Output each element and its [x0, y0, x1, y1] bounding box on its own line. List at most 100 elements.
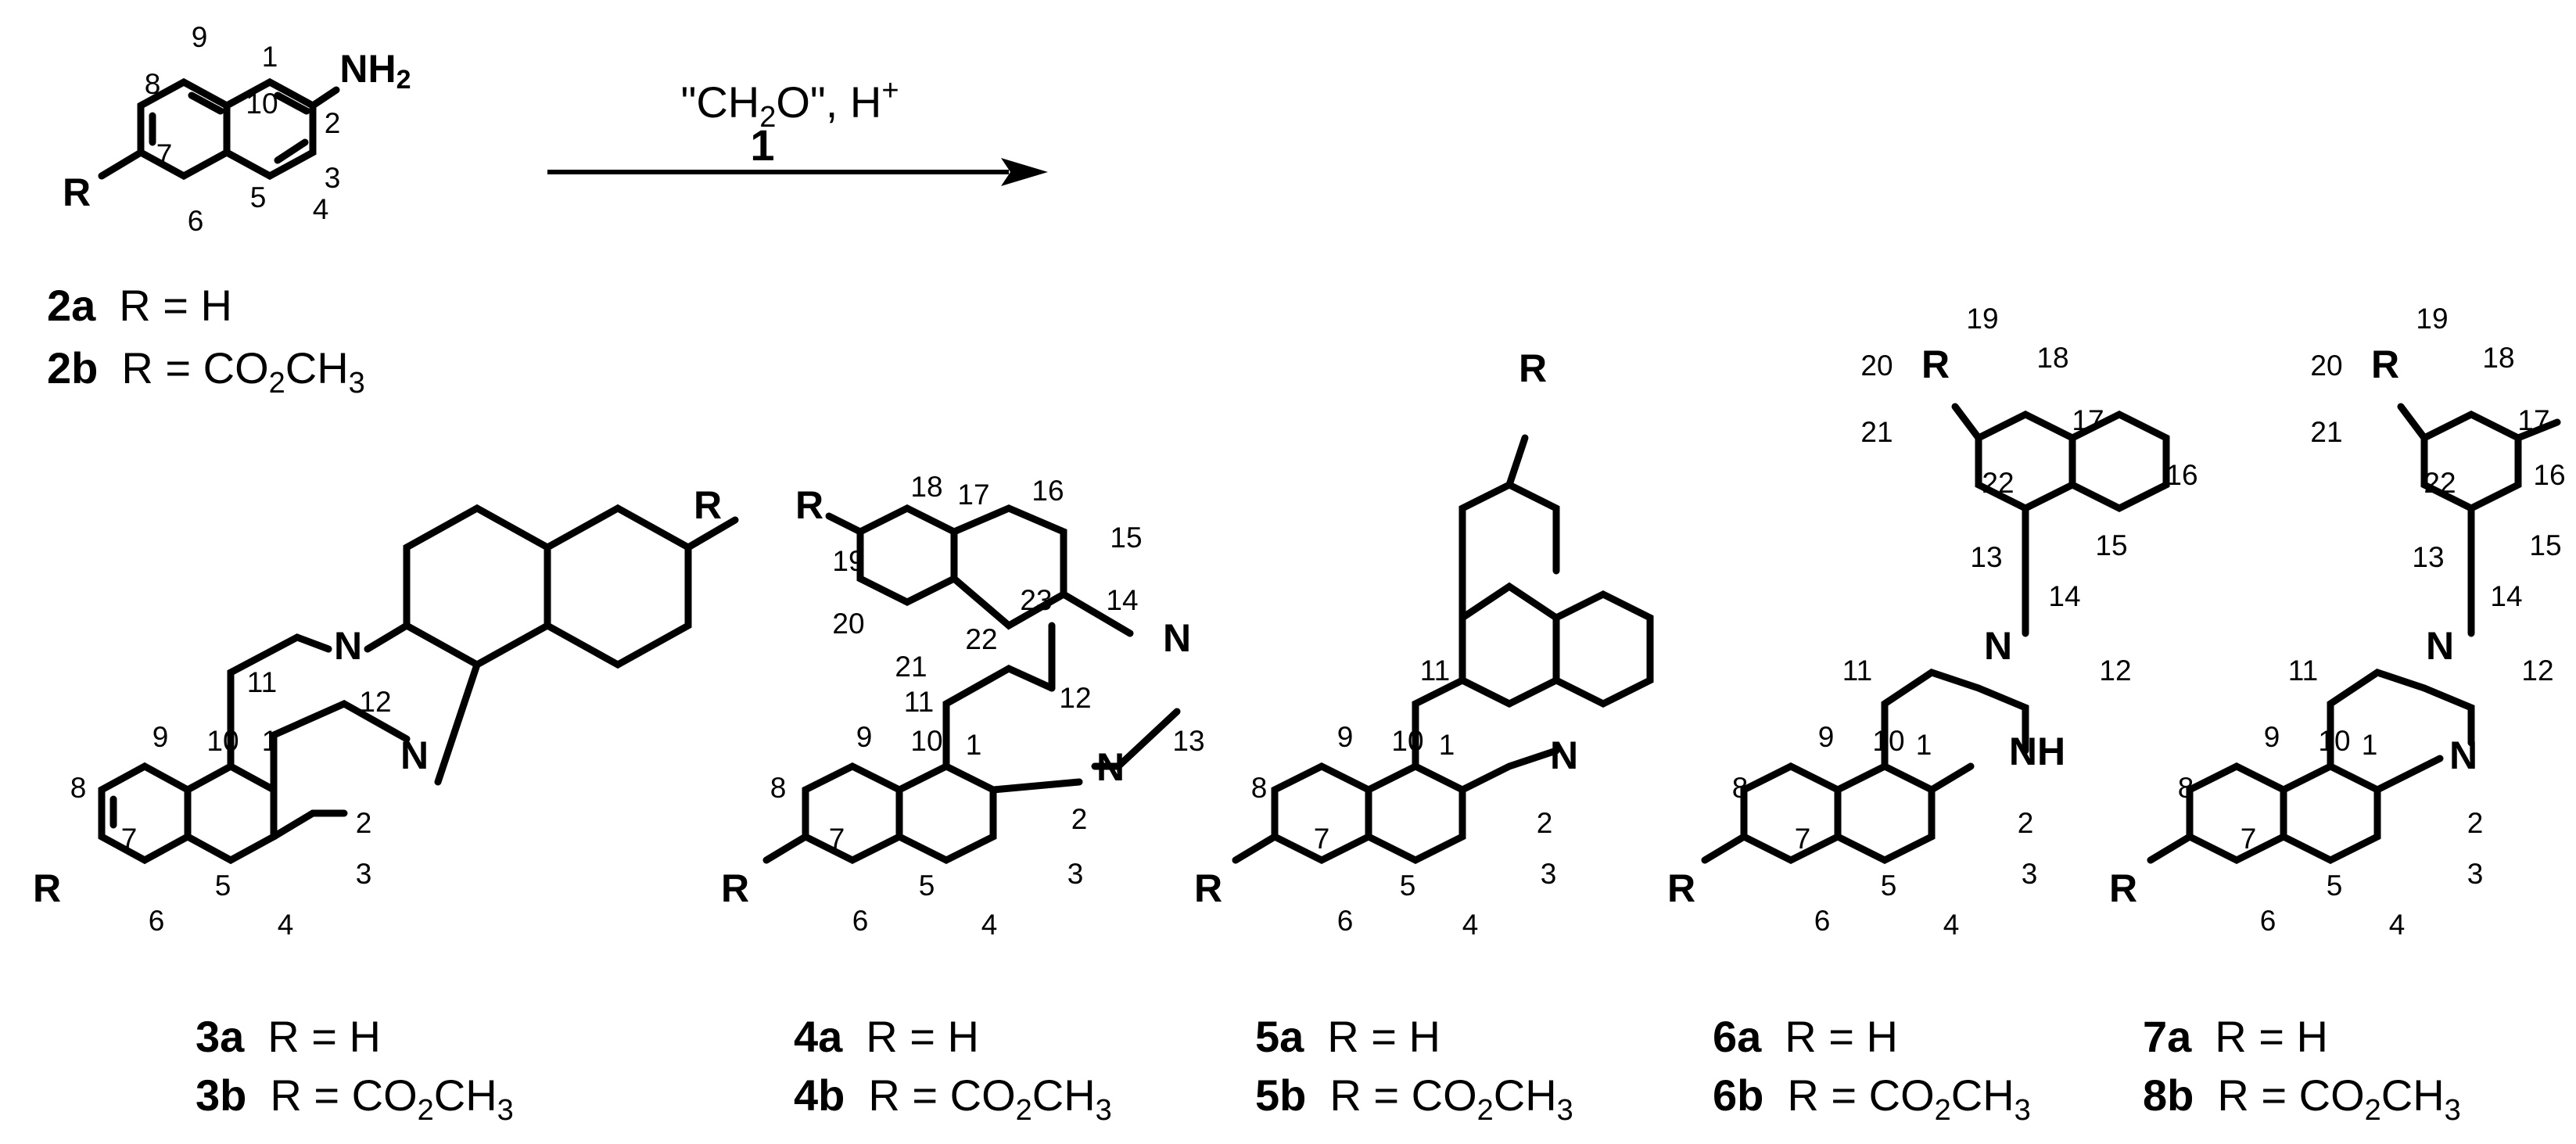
n-atom-a: N: [2426, 624, 2454, 668]
locant-5: 5: [2327, 870, 2343, 902]
locant-11: 11: [1420, 654, 1450, 687]
locant-19: 19: [2416, 303, 2448, 335]
locant-6: 6: [1814, 905, 1831, 937]
locant-2: 2: [1071, 803, 1088, 835]
locant-12: 12: [1059, 682, 1091, 714]
locant-12: 12: [2521, 654, 2553, 687]
locant-11: 11: [904, 686, 934, 718]
locant-11: 11: [247, 666, 277, 698]
locant-22: 22: [2424, 467, 2456, 499]
locant-3: 3: [2022, 858, 2038, 890]
locant-1: 1: [262, 725, 278, 757]
locant-4: 4: [981, 909, 998, 941]
locant-2: 2: [1537, 807, 1553, 839]
locant-17: 17: [957, 479, 989, 511]
r-group-label: R: [795, 483, 823, 527]
locant-8: 8: [1732, 772, 1749, 804]
n-atom: N: [1550, 733, 1578, 777]
n-atom-b: N: [1096, 745, 1125, 789]
r-group-label: R: [2109, 866, 2137, 910]
r-group-label: R: [2371, 342, 2399, 386]
locant-15: 15: [2529, 529, 2561, 561]
locant-6: 6: [852, 905, 869, 937]
locant-20: 20: [832, 608, 864, 640]
structure-3: N N R R 1 2 3 4 5 6 7 8 9 10 11 12: [33, 483, 739, 941]
locant-12: 12: [359, 686, 391, 718]
locant-1: 1: [966, 729, 982, 761]
locant-18: 18: [2482, 342, 2514, 374]
r-group-label: R: [1921, 342, 1950, 386]
locant-22: 22: [1982, 467, 2014, 499]
locant-8: 8: [2178, 772, 2194, 804]
locant-3: 3: [1541, 858, 1557, 890]
reaction-arrow: "CH2O", H+ 1: [547, 74, 1048, 186]
locant-11: 11: [2288, 654, 2318, 687]
locant-1: 1: [2362, 729, 2378, 761]
locant-18: 18: [2036, 342, 2068, 374]
locant-21: 21: [1860, 416, 1893, 448]
r-group-label: R: [1667, 866, 1695, 910]
locant-6: 6: [2260, 905, 2276, 937]
reagent-label: "CH2O", H+: [680, 74, 899, 134]
locant-3: 3: [356, 858, 372, 890]
locant-13: 13: [1970, 541, 2002, 573]
locant-12: 12: [2099, 654, 2131, 687]
locant-9: 9: [192, 21, 208, 53]
locant-5: 5: [250, 181, 267, 213]
structure-7: N N R R 1 2 3 4 5 6 7 8 9 10 11 12 13 14…: [2109, 303, 2566, 941]
r-group-label: R: [721, 866, 749, 910]
locant-16: 16: [2533, 459, 2565, 491]
structure-2: R NH2 1 2 3 4 5 6 7 8 9 10: [63, 21, 411, 237]
locant-3: 3: [2467, 858, 2484, 890]
locant-7: 7: [156, 138, 173, 170]
locant-3: 3: [1067, 858, 1084, 890]
locant-7: 7: [829, 823, 845, 855]
locant-15: 15: [2095, 529, 2127, 561]
locant-22: 22: [965, 623, 997, 655]
locant-10: 10: [1872, 725, 1904, 757]
locant-7: 7: [2241, 823, 2257, 855]
catalyst-label: 1: [750, 120, 774, 170]
locant-4: 4: [1462, 909, 1479, 941]
n-atom-b: N: [400, 733, 429, 777]
locant-16: 16: [2165, 459, 2197, 491]
locant-1: 1: [1916, 729, 1932, 761]
locant-6: 6: [1337, 905, 1354, 937]
n-atom-a: N: [1163, 616, 1191, 660]
locant-9: 9: [856, 721, 873, 753]
structure-4: N N R R 1 2 3 4 5 6 7 8 9 10 11 12 13 14…: [721, 471, 1205, 941]
locant-14: 14: [2490, 580, 2522, 612]
locant-4: 4: [278, 909, 294, 941]
locant-5: 5: [1881, 870, 1897, 902]
nh-atom: NH: [2009, 730, 2065, 773]
locant-8: 8: [70, 772, 87, 804]
locant-8: 8: [1251, 772, 1268, 804]
locant-1: 1: [262, 41, 278, 73]
locant-11: 11: [1842, 654, 1872, 687]
locant-14: 14: [2048, 580, 2080, 612]
locant-7: 7: [1795, 823, 1811, 855]
r-group-label: R: [63, 170, 91, 214]
locant-9: 9: [2264, 721, 2280, 753]
locant-14: 14: [1106, 584, 1138, 616]
locant-6: 6: [188, 205, 204, 237]
locant-4: 4: [2389, 909, 2406, 941]
r-group-label: R: [33, 866, 61, 910]
locant-5: 5: [1400, 870, 1416, 902]
locant-4: 4: [313, 193, 329, 225]
amine-group-label: NH2: [339, 47, 411, 95]
locant-19: 19: [832, 545, 864, 577]
locant-10: 10: [910, 725, 942, 757]
locant-13: 13: [2412, 541, 2444, 573]
locant-2: 2: [356, 807, 372, 839]
locant-1: 1: [1439, 729, 1455, 761]
locant-9: 9: [152, 721, 169, 753]
